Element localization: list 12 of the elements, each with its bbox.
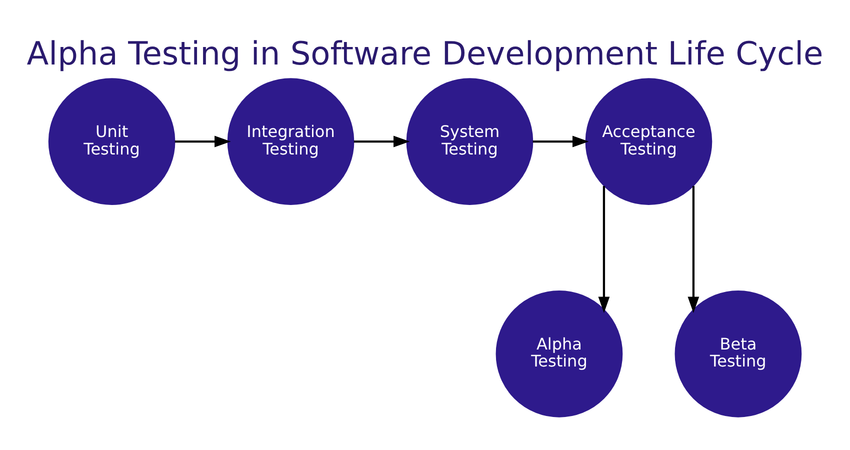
node-circle: Integration Testing: [227, 78, 354, 205]
diagram-title: Alpha Testing in Software Development Life Cycle: [26, 34, 824, 72]
arrow: [174, 136, 231, 148]
arrow: [688, 186, 700, 314]
node-circle: Beta Testing: [674, 290, 802, 418]
node-circle: Alpha Testing: [496, 290, 623, 418]
arrow: [354, 136, 410, 148]
arrow: [532, 136, 589, 148]
node-circle: Unit Testing: [48, 78, 176, 205]
node-circle: System Testing: [406, 78, 534, 205]
node-circle: Acceptance Testing: [585, 78, 712, 205]
arrow: [598, 186, 610, 314]
